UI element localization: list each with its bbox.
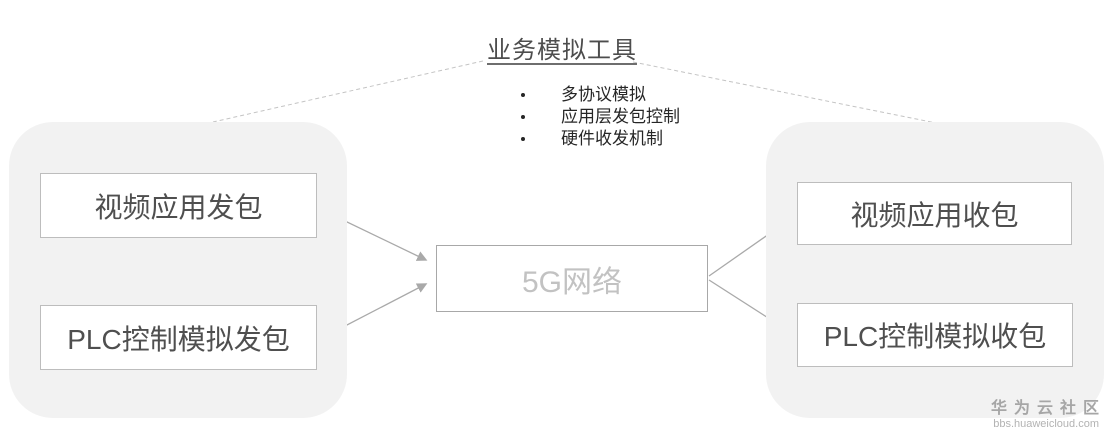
feature-item: 多协议模拟 [521, 84, 680, 105]
node-plc-receive: PLC控制模拟收包 [797, 303, 1073, 367]
bullet-icon [521, 114, 525, 119]
watermark-url: bbs.huaweicloud.com [993, 418, 1099, 430]
diagram-title: 业务模拟工具 [487, 37, 637, 64]
feature-item: 应用层发包控制 [521, 106, 680, 127]
dashed-line-title-to-left-group [212, 60, 484, 123]
node-video-send: 视频应用发包 [40, 173, 317, 238]
node-video-receive: 视频应用收包 [797, 182, 1072, 245]
dashed-line-title-to-right-group [632, 61, 942, 125]
node-5g-network: 5G网络 [436, 245, 708, 312]
feature-list: 多协议模拟 应用层发包控制 硬件收发机制 [521, 84, 680, 150]
receiver-group-container [766, 122, 1104, 418]
node-plc-send: PLC控制模拟发包 [40, 305, 317, 370]
feature-label: 应用层发包控制 [561, 107, 680, 126]
bullet-icon [521, 92, 525, 97]
bullet-icon [521, 136, 525, 141]
feature-item: 硬件收发机制 [521, 128, 680, 149]
feature-label: 多协议模拟 [561, 85, 646, 104]
feature-label: 硬件收发机制 [561, 129, 663, 148]
watermark: 华为云社区 bbs.huaweicloud.com [991, 400, 1099, 431]
sender-group-container [9, 122, 347, 418]
watermark-community-name: 华为云社区 [990, 400, 1106, 417]
